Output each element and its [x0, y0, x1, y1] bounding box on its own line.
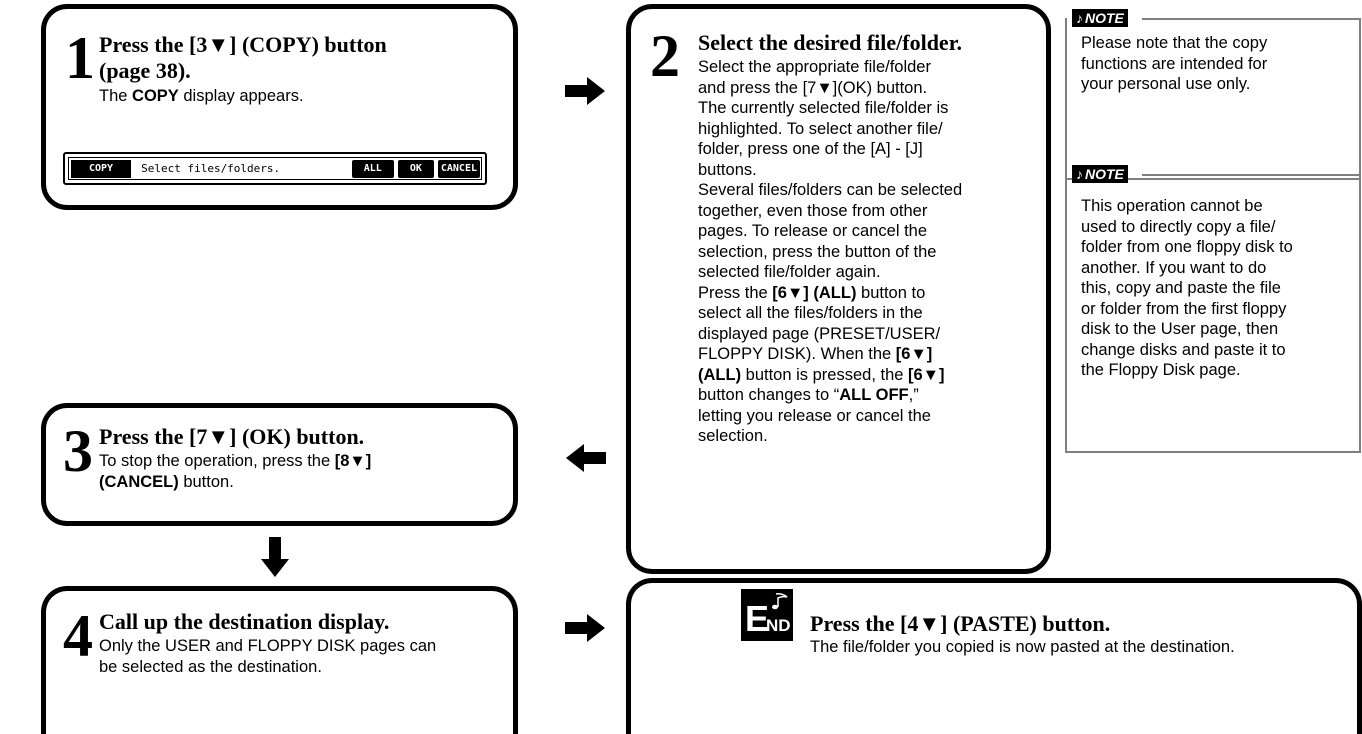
arrow-right-icon: [565, 77, 605, 105]
lcd-cancel-button: CANCEL: [437, 159, 480, 178]
lcd-copy-tag: COPY: [71, 159, 132, 178]
step-4-box: [41, 586, 518, 734]
step-2-box: [626, 4, 1051, 574]
note-1-box: [1065, 18, 1361, 180]
music-note-icon: ♪: [1076, 10, 1083, 26]
step-3-number: 3: [63, 418, 93, 484]
music-note-icon: ♪: [1076, 166, 1083, 182]
step-3-text: To stop the operation, press the [8▼] (C…: [99, 452, 372, 491]
step-2-text: Select the appropriate file/folder and p…: [698, 58, 963, 445]
step-4-title: Call up the destination display.: [99, 609, 390, 634]
lcd-all-button: ALL: [351, 159, 394, 178]
step-2-number: 2: [650, 23, 680, 89]
end-icon: E ND: [741, 589, 793, 641]
end-step-title: Press the [4▼] (PASTE) button.: [810, 611, 1111, 636]
step-1-text: The COPY display appears.: [99, 87, 304, 105]
lcd-ok-button: OK: [397, 159, 434, 178]
arrow-left-icon: [566, 444, 606, 472]
end-step-box: [626, 578, 1362, 734]
step-2-title: Select the desired file/folder.: [698, 30, 962, 55]
note-2-text: This operation cannot be used to directl…: [1081, 197, 1293, 379]
step-1-title-line2: (page 38).: [99, 58, 191, 83]
step-1-title-line1: Press the [3▼] (COPY) button: [99, 32, 387, 57]
step-4-text: Only the USER and FLOPPY DISK pages can …: [99, 637, 437, 676]
arrow-down-icon: [261, 537, 289, 577]
lcd-message: Select files/folders.: [141, 162, 281, 175]
music-note-icon: [772, 593, 788, 610]
arrow-right-icon: [565, 614, 605, 642]
step-4-number: 4: [63, 603, 93, 669]
note-2-box: [1065, 174, 1361, 453]
note-2-badge: ♪NOTE: [1072, 165, 1128, 183]
step-3-box: [41, 403, 518, 526]
copy-lcd-display: COPY Select files/folders. ALL OK CANCEL: [63, 152, 487, 185]
step-1-number: 1: [65, 25, 95, 91]
note-1-badge: ♪NOTE: [1072, 9, 1128, 27]
step-3-title: Press the [7▼] (OK) button.: [99, 424, 365, 449]
note-1-text: Please note that the copy functions are …: [1081, 34, 1268, 93]
end-step-text: The file/folder you copied is now pasted…: [810, 638, 1235, 656]
